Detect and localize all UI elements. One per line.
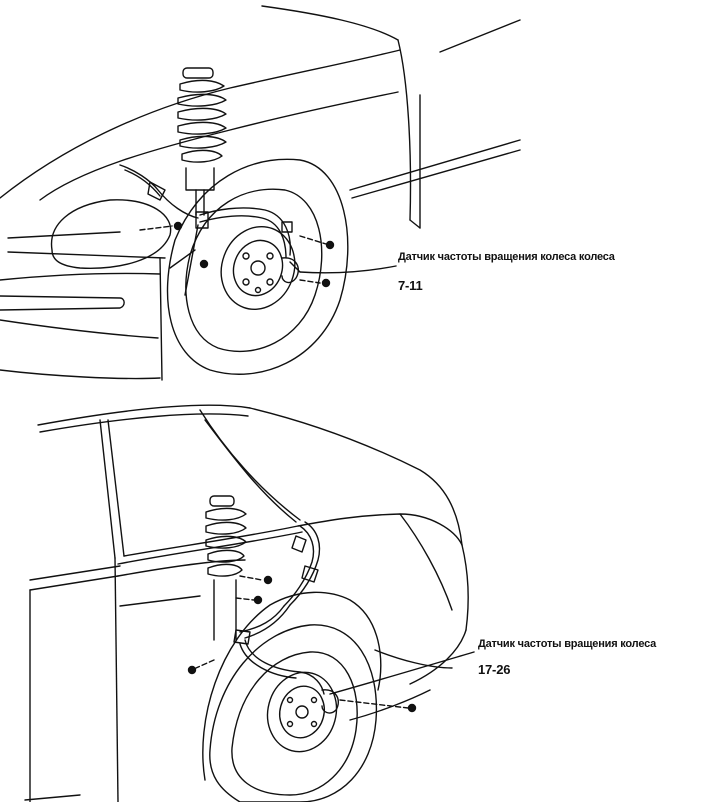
front-sensor-wiring [119,164,293,296]
rear-bolts [187,575,417,713]
front-strut-spring [177,67,227,216]
front-bolts [139,221,335,288]
rear-wheel [209,624,378,802]
rear-sensor-wiring [233,521,325,695]
rear-sensor-label: Датчик частоты вращения колеса [478,638,657,650]
front-leader-line [299,265,397,274]
rear-leader-line [329,651,475,695]
front-torque-label: 7-11 [398,278,423,293]
rear-strut-spring [205,495,247,641]
front-car-body [0,5,521,381]
front-wheel [166,158,349,375]
rear-car-body [24,404,469,802]
rear-torque-label: 17-26 [478,662,511,677]
front-sensor-label: Датчик частоты вращения колеса колеса [398,251,615,263]
